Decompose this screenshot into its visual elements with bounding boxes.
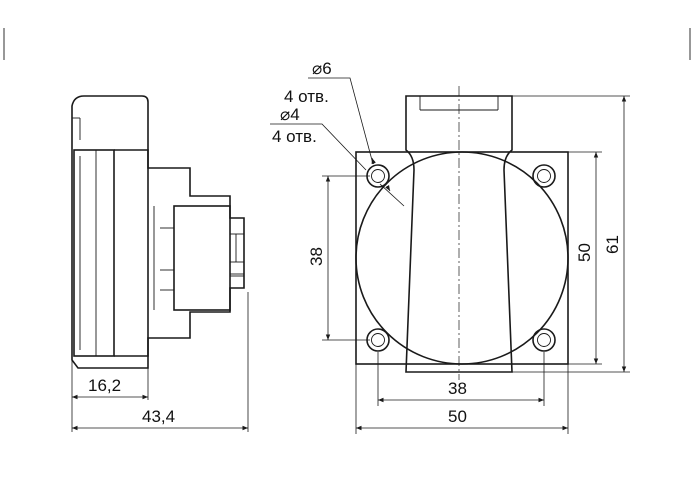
leader-arrow-1: [371, 157, 376, 165]
side-contact-mid: [229, 261, 245, 275]
mounting-hole-top-left: [366, 164, 390, 188]
callout-diameter-6: ⌀6: [312, 59, 332, 78]
mounting-hole-bottom-right: [532, 328, 556, 352]
dim-label-43-4: 43,4: [142, 407, 175, 426]
mounting-hole-top-right: [532, 164, 556, 188]
dim-label-38-horizontal: 38: [448, 379, 467, 398]
leader-arrow-2: [385, 185, 391, 192]
dim-label-61: 61: [603, 235, 622, 254]
side-body-block: [173, 205, 231, 311]
dim-label-50-width: 50: [448, 407, 467, 426]
side-view: 16,2 43,4: [71, 95, 249, 432]
callout-count-6: 4 отв.: [284, 87, 329, 106]
side-contact-top: [229, 217, 245, 235]
side-body-outline: [114, 149, 245, 357]
front-circle: [355, 151, 569, 365]
callout-diameter-4: ⌀4: [280, 105, 300, 124]
leader-diameter-6: [308, 77, 374, 165]
mounting-hole-bottom-left: [366, 328, 390, 352]
side-frame-band: [73, 149, 115, 357]
dim-label-50-height: 50: [575, 243, 594, 262]
front-view: ⌀6 4 отв. ⌀4 4 отв. 38 38 50 50 61: [270, 59, 630, 434]
callout-count-4: 4 отв.: [272, 127, 317, 146]
dim-label-16-2: 16,2: [88, 376, 121, 395]
leader-tail: [379, 183, 405, 207]
side-contact-bottom: [229, 275, 245, 289]
dim-label-38-vertical: 38: [307, 247, 326, 266]
side-cover-outline: [71, 95, 149, 369]
leader-diameter-4: [270, 123, 367, 171]
